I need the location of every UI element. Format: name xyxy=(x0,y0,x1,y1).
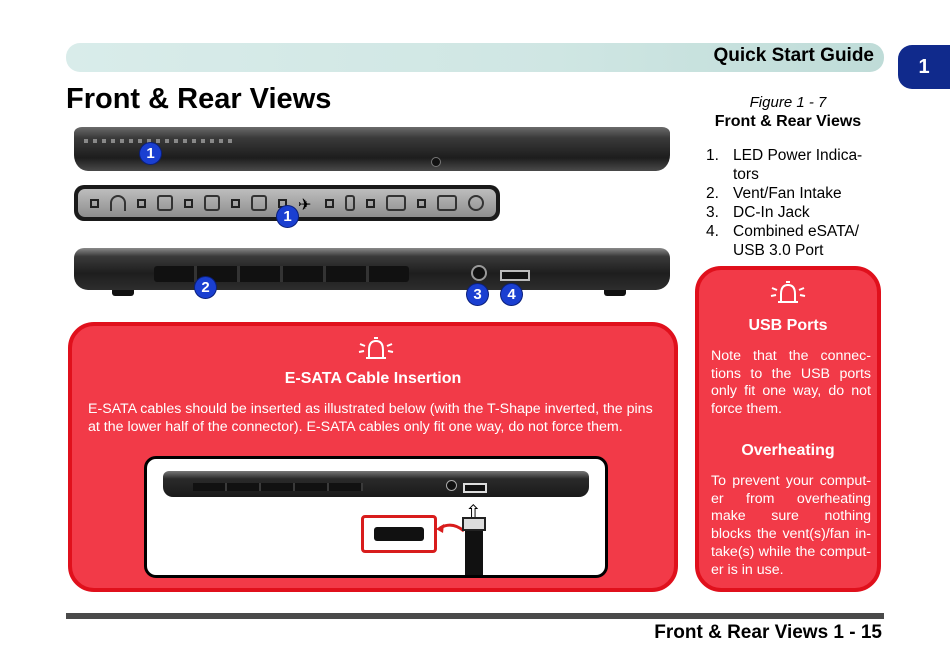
mini-laptop-rear xyxy=(163,471,589,497)
airplane-icon: ✈ xyxy=(297,197,312,214)
led-square-icon xyxy=(417,198,427,208)
num-lock-icon xyxy=(203,195,220,211)
fan-gauge-icon xyxy=(109,195,126,211)
usb-note-text: Note that the connec-tions to the USB po… xyxy=(711,348,871,418)
caps-lock-icon xyxy=(156,195,173,211)
scroll-lock-icon xyxy=(250,195,267,211)
ac-power-icon xyxy=(437,195,458,211)
list-item: 4. Combined eSATA/ USB 3.0 Port xyxy=(706,222,882,260)
header-band xyxy=(66,43,884,72)
led-square-icon xyxy=(324,198,334,208)
chapter-tab: 1 xyxy=(898,45,950,89)
footer-page-label: Front & Rear Views 1 - 15 xyxy=(654,622,882,643)
header-title: Quick Start Guide xyxy=(713,45,874,66)
connector-zoom-box xyxy=(361,515,437,553)
list-item-label: Vent/Fan Intake xyxy=(733,185,842,202)
esata-usb-port xyxy=(500,270,530,281)
callout-badge-4: 4 xyxy=(501,284,522,305)
list-item-number: 2. xyxy=(706,185,719,202)
esata-cable-plug xyxy=(462,517,486,531)
mini-vent xyxy=(193,483,363,491)
led-square-icon xyxy=(183,198,193,208)
esata-note-box: E-SATA Cable Insertion E-SATA cables sho… xyxy=(68,322,678,592)
power-icon xyxy=(468,195,485,211)
list-item-label: DC-In Jack xyxy=(733,204,810,221)
overheating-note-text: To prevent your comput-er from overheati… xyxy=(711,473,871,578)
callout-badge-1: 1 xyxy=(140,143,161,164)
footer-rule xyxy=(66,613,884,619)
usb-note-title: USB Ports xyxy=(748,317,828,334)
laptop-front-view xyxy=(74,127,670,171)
figure-name: Front & Rear Views xyxy=(714,113,862,130)
mini-dc-jack xyxy=(446,480,457,491)
vent-fan-intake xyxy=(154,266,409,282)
list-item: 2. Vent/Fan Intake xyxy=(706,184,882,203)
led-indicator-strip: ✈ xyxy=(74,185,500,221)
connector-shape xyxy=(374,527,424,541)
esata-note-title: E-SATA Cable Insertion xyxy=(284,370,462,387)
page-title: Front & Rear Views xyxy=(66,83,332,115)
curved-arrow-icon xyxy=(436,523,465,533)
list-item-number: 4. xyxy=(706,223,719,240)
list-item-number: 3. xyxy=(706,204,719,221)
laptop-rear-view xyxy=(74,248,670,296)
callout-badge-2: 2 xyxy=(195,277,216,298)
esata-cable xyxy=(465,525,483,575)
list-item-label: LED Power Indica-tors xyxy=(733,147,863,183)
figure-caption: Figure 1 - 7 Front & Rear Views xyxy=(700,93,876,132)
mini-esata-port xyxy=(463,483,487,493)
esata-note-text: E-SATA cables should be inserted as illu… xyxy=(88,401,653,435)
list-item: 3. DC-In Jack xyxy=(706,203,882,222)
battery-icon xyxy=(386,195,407,211)
usb-note-box: USB Ports Note that the connec-tions to … xyxy=(695,266,881,592)
front-audio-jack xyxy=(431,157,441,167)
rear-foot xyxy=(604,290,626,296)
list-item: 1. LED Power Indica-tors xyxy=(706,146,882,184)
alarm-bell-icon xyxy=(770,281,806,303)
callout-badge-1: 1 xyxy=(277,206,298,227)
led-square-icon xyxy=(89,198,99,208)
led-square-icon xyxy=(230,198,240,208)
dc-in-jack xyxy=(471,265,487,281)
led-square-icon xyxy=(136,198,146,208)
list-item-number: 1. xyxy=(706,147,719,164)
rear-foot xyxy=(112,290,134,296)
figure-number: Figure 1 - 7 xyxy=(749,94,827,111)
callout-list: 1. LED Power Indica-tors 2. Vent/Fan Intak… xyxy=(706,146,882,260)
storage-icon xyxy=(345,195,356,211)
list-item-label: Combined eSATA/ USB 3.0 Port xyxy=(733,223,860,259)
led-square-icon xyxy=(366,198,376,208)
front-led-row xyxy=(84,139,232,143)
callout-badge-3: 3 xyxy=(467,284,488,305)
esata-insertion-figure: ⇧ xyxy=(144,456,608,578)
alarm-bell-icon xyxy=(358,337,394,359)
overheating-note-title: Overheating xyxy=(741,442,835,459)
